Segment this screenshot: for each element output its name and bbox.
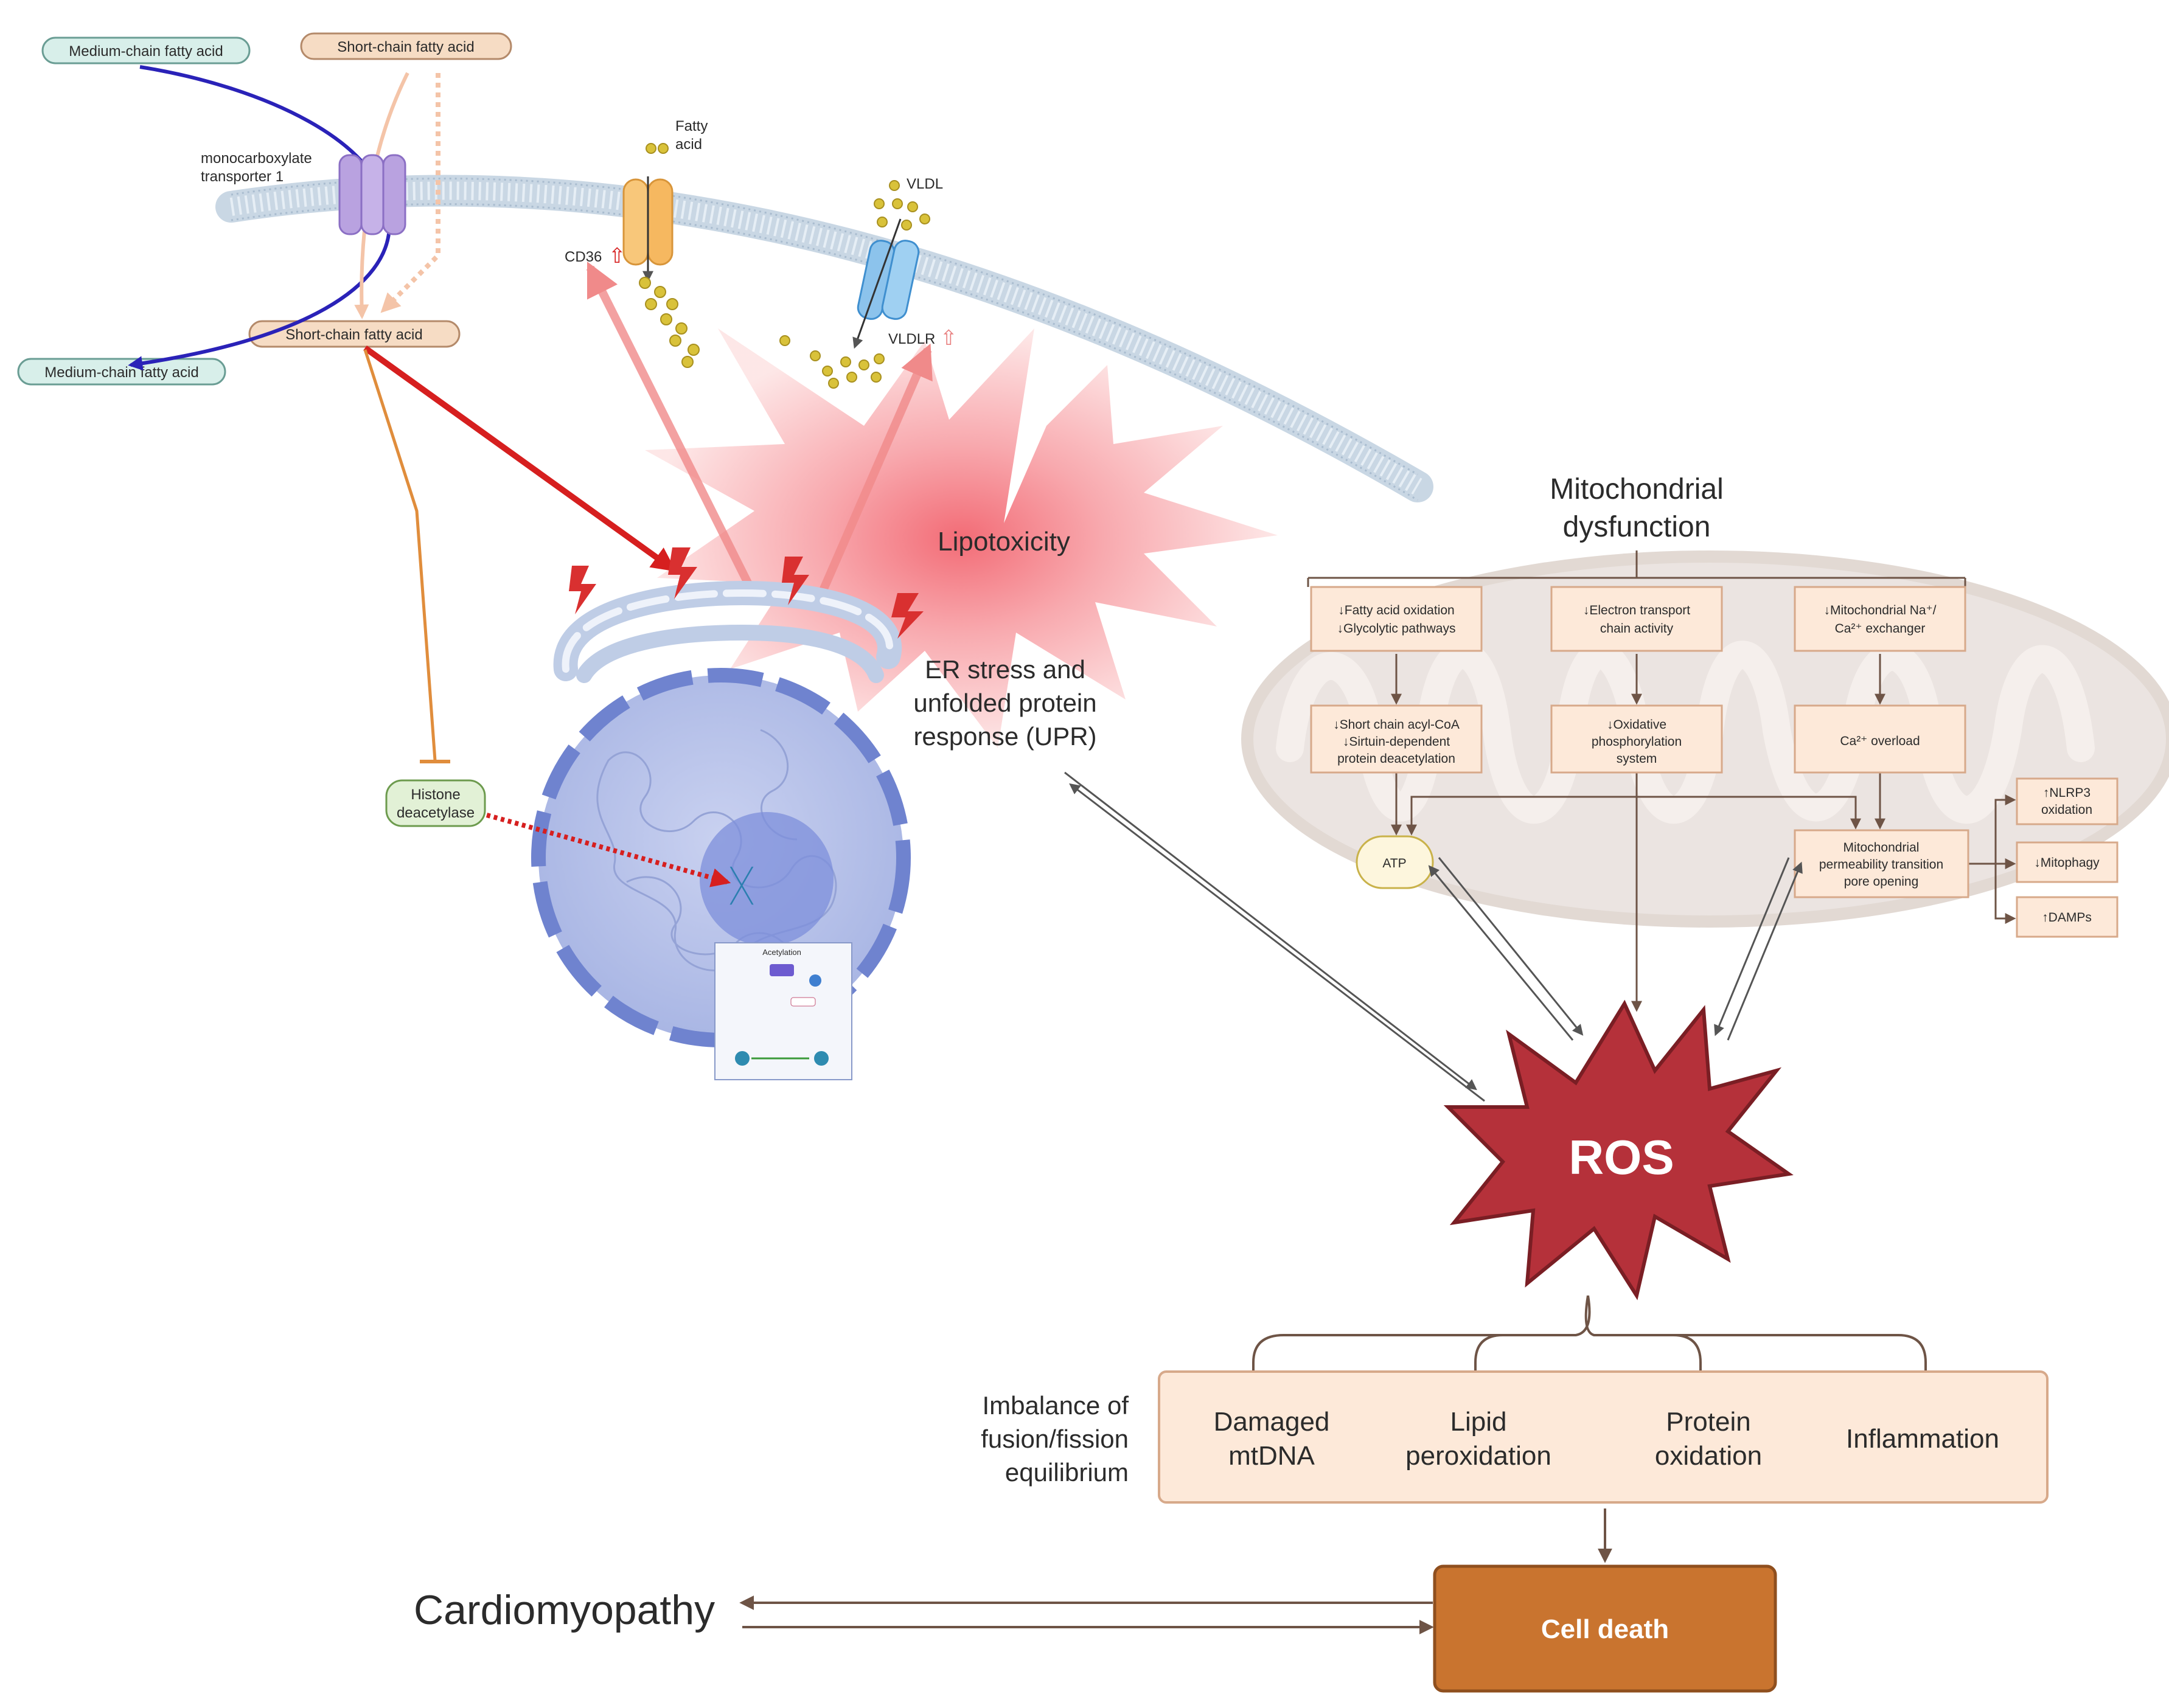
short-chain-bottom-pill xyxy=(248,320,461,348)
mtdna-text-2: mtDNA xyxy=(1228,1441,1315,1471)
box-oxidative-phosphorylation xyxy=(1550,704,1723,774)
nca-text-1: ↓Mitochondrial Na⁺/ xyxy=(1824,603,1937,617)
imbalance-text-2: fusion/fission xyxy=(981,1425,1129,1453)
effects-text: Damaged mtDNA Lipid peroxidation Protein… xyxy=(1214,1407,1999,1471)
mito-connectors xyxy=(1307,550,2016,1012)
box-electron-transport xyxy=(1550,586,1723,652)
medium-chain-bottom-pill xyxy=(17,358,226,386)
fatty-acid-label-line2: acid xyxy=(675,136,702,153)
medium-chain-top-label: Medium-chain fatty acid xyxy=(69,43,223,60)
inhibition-line-to-hdac xyxy=(363,349,437,761)
fatty-acid-label-line1: Fatty xyxy=(675,118,708,134)
etc-text-1: ↓Electron transport xyxy=(1583,603,1690,617)
vldl-label: VLDL xyxy=(907,176,943,192)
lipotoxicity-label: Lipotoxicity xyxy=(938,527,1070,557)
ros-to-effects-connectors xyxy=(1246,1295,1933,1396)
arrow-hdac-to-nucleus xyxy=(486,813,731,887)
inflammation-text: Inflammation xyxy=(1846,1424,1999,1454)
nca-text-2: Ca²⁺ exchanger xyxy=(1835,622,1926,636)
arrow-short-chain-to-er xyxy=(363,345,677,572)
lipid-text-1: Lipid xyxy=(1450,1407,1507,1437)
damps-text: ↑DAMPs xyxy=(2042,911,2092,925)
short-chain-top-pill xyxy=(300,32,512,60)
box-mitophagy xyxy=(2016,841,2119,883)
vldlr-up-arrow-icon: ⇧ xyxy=(940,326,958,350)
box-ca-overload xyxy=(1794,704,1966,774)
short-chain-pathway-dotted xyxy=(380,73,440,313)
mito-box-text: ↓Fatty acid oxidation ↓Glycolytic pathwa… xyxy=(1333,603,2100,925)
cd36-label: CD36 xyxy=(565,249,602,265)
acetylation-label: Acetylation xyxy=(762,948,801,957)
nlrp3-text-1: ↑NLRP3 xyxy=(2043,786,2091,800)
short-chain-bottom-label: Short-chain fatty acid xyxy=(285,327,422,343)
nlrp3-text-2: oxidation xyxy=(2041,803,2092,817)
box-nlrp3 xyxy=(2016,777,2119,825)
lipid-particles xyxy=(639,143,930,389)
acyl-text-2: ↓Sirtuin-dependent xyxy=(1343,735,1450,749)
mct1-label-line1: monocarboxylate xyxy=(201,150,312,167)
imbalance-text-3: equilibrium xyxy=(1005,1458,1129,1487)
ca-overload-text: Ca²⁺ overload xyxy=(1840,734,1920,748)
protein-text-2: oxidation xyxy=(1655,1441,1762,1471)
imbalance-text: Imbalance of fusion/fission equilibrium xyxy=(981,1391,1129,1487)
short-chain-top-label: Short-chain fatty acid xyxy=(337,39,474,55)
box-fatty-acid-oxidation xyxy=(1310,586,1483,652)
double-arrows-to-ros xyxy=(1064,771,1803,1102)
fatty-acid-pills: Medium-chain fatty acid Short-chain fatt… xyxy=(17,32,512,386)
acyl-text-1: ↓Short chain acyl-CoA xyxy=(1333,718,1460,732)
hdac-label-line2: deacetylase xyxy=(397,805,475,821)
mito-title-line2: dysfunction xyxy=(1563,511,1711,543)
cell-death-box xyxy=(1433,1564,1777,1693)
arrow-to-cd36 xyxy=(586,261,753,586)
effects-box xyxy=(1158,1370,2049,1504)
mptp-text-2: permeability transition xyxy=(1819,858,1943,872)
oxphos-text-3: system xyxy=(1617,752,1657,766)
cardiomyopathy-label: Cardiomyopathy xyxy=(414,1587,715,1633)
ros-starburst xyxy=(1443,999,1794,1300)
mptp-text-3: pore opening xyxy=(1844,875,1919,889)
chromosome-icon: ᚷ xyxy=(729,861,754,911)
er-stress-label-line2: unfolded protein xyxy=(913,689,1096,717)
er-stress-label-line1: ER stress and xyxy=(925,655,1085,684)
cd36-up-arrow-icon: ⇧ xyxy=(608,244,626,268)
atp-text: ATP xyxy=(1382,856,1406,870)
mito-title-line1: Mitochondrial xyxy=(1550,473,1723,505)
medium-chain-top-pill xyxy=(41,36,251,64)
mitophagy-text: ↓Mitophagy xyxy=(2034,856,2100,870)
mito-boxes xyxy=(1310,586,2119,938)
fao-text-1: ↓Fatty acid oxidation xyxy=(1338,603,1454,617)
hdac-label-line1: Histone xyxy=(411,786,460,803)
imbalance-text-1: Imbalance of xyxy=(983,1391,1129,1420)
fao-text-2: ↓Glycolytic pathways xyxy=(1337,622,1456,636)
atp-pill xyxy=(1356,835,1434,889)
box-short-chain-acyl xyxy=(1310,704,1483,774)
lightning-icons xyxy=(569,547,924,639)
medium-chain-bottom-label: Medium-chain fatty acid xyxy=(44,364,198,381)
vldlr-label: VLDLR xyxy=(888,331,935,347)
mtdna-text-1: Damaged xyxy=(1214,1407,1330,1437)
box-damps xyxy=(2016,896,2119,938)
acyl-text-3: protein deacetylation xyxy=(1337,752,1455,766)
mptp-text-1: Mitochondrial xyxy=(1843,841,1920,855)
arrow-to-vldlr xyxy=(811,343,933,610)
oxphos-text-1: ↓Oxidative xyxy=(1607,718,1666,732)
mct1-label-line2: transporter 1 xyxy=(201,168,284,185)
box-na-ca-exchanger xyxy=(1794,586,1966,652)
acetylation-inset: Acetylation xyxy=(714,942,852,1080)
protein-text-1: Protein xyxy=(1666,1407,1750,1437)
mct1-transporter-icon xyxy=(338,154,406,235)
etc-text-2: chain activity xyxy=(1600,622,1674,636)
cell-death-label: Cell death xyxy=(1541,1614,1669,1644)
vldlr-transporter-icon xyxy=(852,218,920,349)
er-stress-label-line3: response (UPR) xyxy=(913,722,1096,751)
endoplasmic-reticulum-icon xyxy=(553,580,902,683)
hdac-box xyxy=(385,779,486,827)
ros-label: ROS xyxy=(1568,1130,1674,1184)
oxphos-text-2: phosphorylation xyxy=(1592,735,1682,749)
lipid-text-2: peroxidation xyxy=(1405,1441,1551,1471)
cd36-transporter-icon xyxy=(622,176,674,282)
